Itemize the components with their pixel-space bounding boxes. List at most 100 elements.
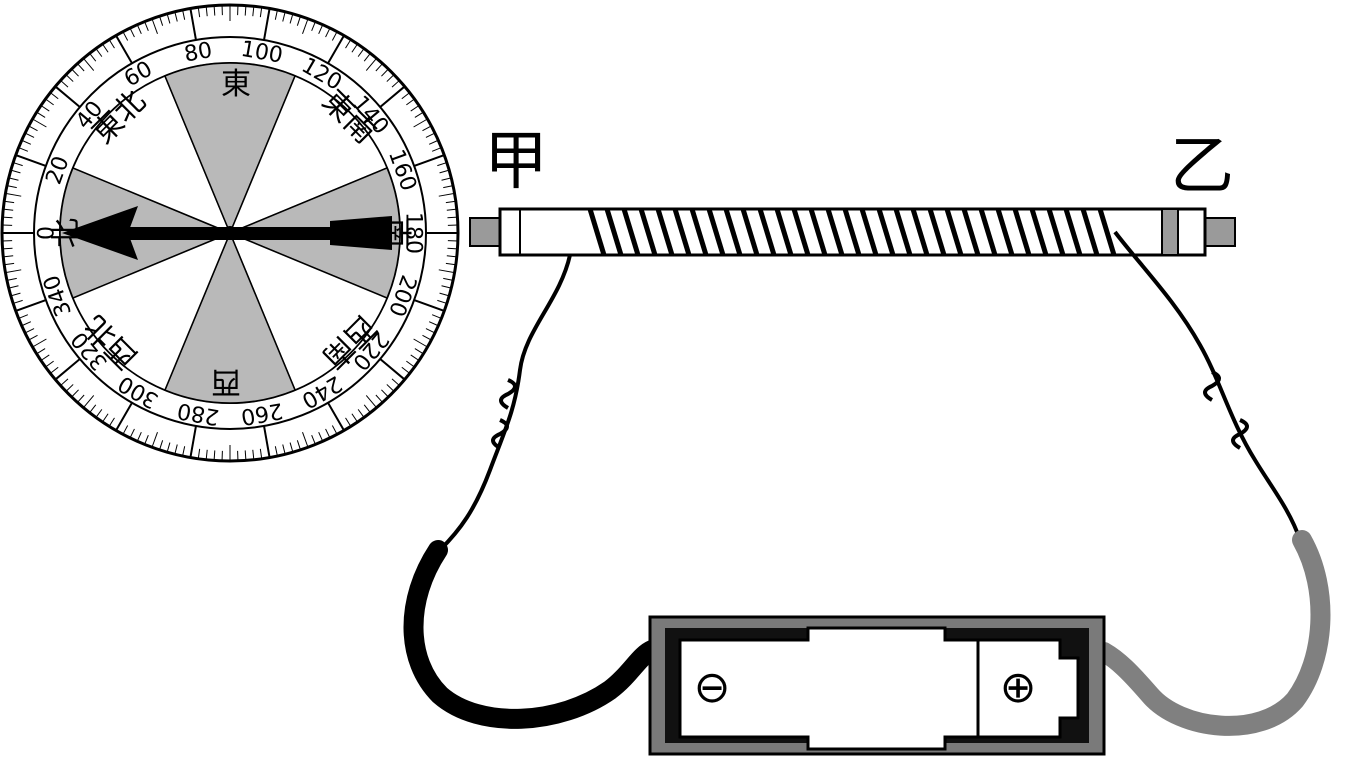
- coil-winding-turn: [587, 208, 607, 256]
- compass-tick: [18, 147, 29, 152]
- compass-tick: [205, 449, 208, 460]
- compass-tick: [95, 409, 103, 418]
- compass-tick: [252, 449, 255, 460]
- compass-tick: [428, 139, 439, 145]
- compass-tick: [318, 431, 324, 442]
- compass-degree-label: 0: [35, 226, 60, 240]
- compass-tick: [391, 378, 400, 386]
- coil-winding-turn: [621, 208, 641, 256]
- arrow-needle-icon: [62, 206, 392, 260]
- compass-tick: [10, 169, 21, 174]
- coil-winding-turn: [978, 208, 998, 256]
- compass-tick: [2, 216, 13, 219]
- compass-tick: [431, 314, 442, 319]
- compass-tick: [351, 413, 358, 423]
- direction-east: 東: [221, 67, 251, 102]
- compass-tick: [65, 74, 74, 82]
- compass-tick: [166, 13, 171, 24]
- compass-tick: [213, 450, 216, 461]
- compass-tick: [296, 16, 301, 26]
- compass-degree-label: 80: [182, 38, 214, 67]
- coil-winding-turn: [655, 208, 675, 256]
- compass-tick: [115, 35, 133, 64]
- compass-tick: [4, 200, 15, 204]
- compass-tick: [144, 21, 149, 32]
- compass-tick: [406, 98, 415, 106]
- compass-tick: [327, 402, 345, 431]
- compass-tick: [282, 11, 286, 22]
- compass-tick: [439, 292, 450, 297]
- compass-tick: [50, 92, 59, 100]
- coil-windings: [587, 208, 1117, 256]
- coil-winding-turn: [740, 208, 760, 256]
- compass-tick: [274, 446, 278, 457]
- compass-tick: [5, 192, 22, 197]
- compass-tick: [36, 111, 46, 118]
- compass-tick: [327, 35, 345, 64]
- compass-tick: [197, 448, 201, 459]
- compass-tick: [182, 9, 186, 20]
- compass-tick: [71, 68, 79, 77]
- compass-tick: [89, 53, 97, 62]
- negative-terminal-icon: ⊖: [694, 662, 731, 713]
- compass-tick: [102, 413, 109, 423]
- compass-tick: [441, 177, 452, 181]
- compass-tick: [259, 448, 263, 459]
- compass-tick: [331, 31, 338, 41]
- coil-winding-turn: [774, 208, 794, 256]
- coil-winding-turn: [842, 208, 862, 256]
- battery-holder: ⊖ ⊕: [648, 615, 1106, 756]
- compass-tick: [28, 334, 38, 341]
- compass-tick: [8, 285, 19, 289]
- compass-tick: [244, 5, 247, 16]
- direction-west: 西: [211, 364, 241, 399]
- coil-end-cap-right: [1204, 217, 1236, 247]
- coil-winding-turn: [1080, 208, 1100, 256]
- coil-band-right: [1161, 208, 1179, 256]
- compass-tick: [174, 11, 178, 22]
- coil-winding-turn: [706, 208, 726, 256]
- compass-tick-marks: [2, 5, 458, 461]
- compass-sector: [163, 62, 297, 235]
- compass-tick: [443, 277, 454, 281]
- compass-tick: [414, 111, 424, 118]
- compass-tick: [386, 74, 395, 82]
- compass-tick: [189, 425, 197, 458]
- coil-winding-turn: [1046, 208, 1066, 256]
- compass-tick: [60, 378, 69, 386]
- compass-tick: [151, 432, 158, 448]
- compass-tick: [447, 247, 458, 250]
- compass-tick: [45, 98, 54, 106]
- compass-tick: [311, 434, 316, 445]
- compass-tick: [365, 395, 377, 408]
- compass-tick: [108, 39, 115, 49]
- compass-tick: [13, 162, 23, 167]
- compass-tick: [413, 154, 445, 167]
- compass-tick: [441, 285, 452, 289]
- compass-tick: [252, 6, 255, 17]
- coil-winding-turn: [876, 208, 896, 256]
- compass-tick: [122, 425, 129, 435]
- compass-tick: [151, 18, 158, 34]
- compass-tick-boundary: [33, 36, 427, 430]
- coil-winding-turn: [995, 208, 1015, 256]
- compass-tick: [129, 428, 135, 439]
- coil-winding-turn: [927, 208, 947, 256]
- compass-tick: [129, 27, 135, 38]
- compass-tick: [375, 394, 383, 403]
- compass-tick: [325, 428, 331, 439]
- compass-tick: [89, 404, 97, 413]
- compass-tick: [446, 208, 457, 211]
- compass-tick: [425, 328, 436, 334]
- compass-tick: [3, 255, 14, 258]
- compass-tick: [391, 80, 400, 88]
- compass-tick: [24, 132, 35, 138]
- compass-tick: [77, 394, 85, 403]
- compass-tick: [381, 68, 389, 77]
- compass-tick: [28, 125, 38, 132]
- compass-tick: [2, 247, 13, 250]
- compass-tick: [406, 360, 415, 368]
- left-wire-twist: [491, 378, 517, 450]
